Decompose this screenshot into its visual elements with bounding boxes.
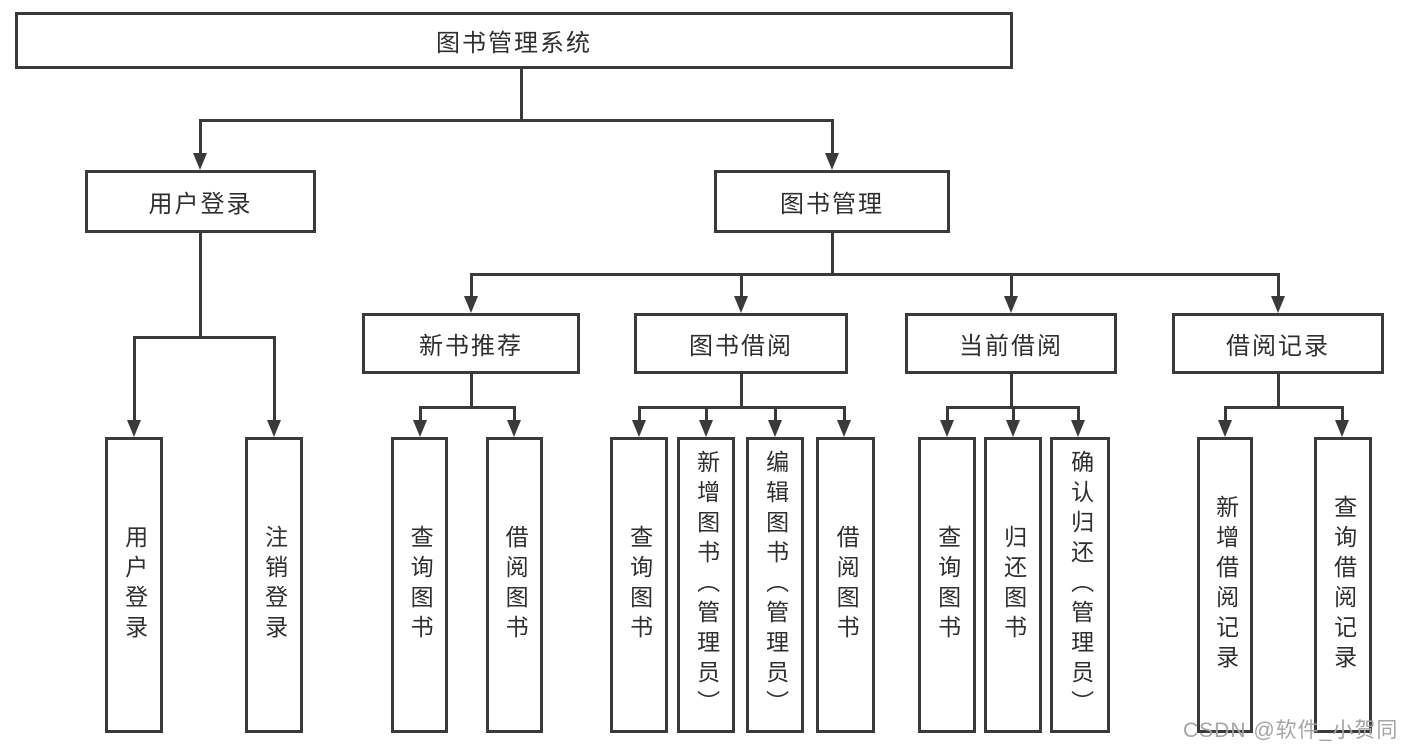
connector-line	[843, 406, 846, 424]
connector-line	[199, 119, 202, 156]
arrow-down-icon	[1006, 420, 1020, 437]
leaf-user-login: 用户登录	[105, 437, 163, 733]
connector-line	[740, 273, 743, 300]
connector-line	[1010, 273, 1013, 300]
connector-line	[133, 336, 276, 339]
connector-line	[1012, 406, 1015, 424]
arrow-down-icon	[413, 420, 427, 437]
node-borrow-records: 借阅记录	[1172, 313, 1384, 374]
leaf-br-add-record: 新增借阅记录	[1197, 437, 1253, 733]
connector-line	[520, 69, 523, 122]
connector-line	[638, 406, 846, 409]
leaf-bb-add-books-admin: 新增图书（管理员）	[677, 437, 735, 733]
connector-line	[470, 372, 473, 409]
node-current-borrow: 当前借阅	[905, 313, 1117, 374]
leaf-bb-edit-books-admin: 编辑图书（管理员）	[746, 437, 804, 733]
connector-line	[705, 406, 708, 424]
connector-line	[946, 406, 949, 424]
arrow-down-icon	[193, 153, 207, 170]
leaf-cb-query-books: 查询图书	[918, 437, 976, 733]
connector-line	[774, 406, 777, 424]
node-user-login: 用户登录	[85, 170, 316, 233]
connector-line	[419, 406, 422, 424]
node-book-borrow: 图书借阅	[634, 313, 848, 374]
leaf-cb-return-books: 归还图书	[984, 437, 1042, 733]
leaf-bb-borrow-books: 借阅图书	[816, 437, 875, 733]
connector-line	[1077, 406, 1080, 424]
leaf-cb-confirm-return-admin: 确认归还（管理员）	[1050, 437, 1110, 733]
arrow-down-icon	[734, 296, 748, 313]
node-book-management: 图书管理	[714, 170, 950, 233]
connector-line	[470, 273, 473, 300]
connector-line	[1277, 372, 1280, 409]
arrow-down-icon	[1004, 296, 1018, 313]
connector-line	[1224, 406, 1343, 409]
arrow-down-icon	[464, 296, 478, 313]
arrow-down-icon	[127, 420, 141, 437]
connector-line	[419, 406, 516, 409]
arrow-down-icon	[1271, 296, 1285, 313]
connector-line	[199, 119, 833, 122]
connector-line	[740, 372, 743, 409]
arrow-down-icon	[267, 420, 281, 437]
arrow-down-icon	[507, 420, 521, 437]
connector-line	[133, 336, 136, 423]
leaf-bb-query-books: 查询图书	[610, 437, 668, 733]
leaf-nbr-borrow-books: 借阅图书	[486, 437, 543, 733]
arrow-down-icon	[1071, 420, 1085, 437]
leaf-nbr-query-books: 查询图书	[391, 437, 448, 733]
arrow-down-icon	[940, 420, 954, 437]
arrow-down-icon	[699, 420, 713, 437]
connector-line	[638, 406, 641, 424]
watermark: CSDN @软件_小贺同学	[1183, 719, 1399, 742]
arrow-down-icon	[1218, 420, 1232, 437]
connector-line	[513, 406, 516, 424]
node-new-book-recommend: 新书推荐	[362, 313, 580, 374]
connector-line	[1224, 406, 1227, 424]
arrow-down-icon	[632, 420, 646, 437]
connector-line	[831, 119, 834, 156]
connector-line	[199, 231, 202, 338]
arrow-down-icon	[768, 420, 782, 437]
arrow-down-icon	[837, 420, 851, 437]
connector-line	[1341, 406, 1344, 424]
connector-line	[1010, 372, 1013, 409]
connector-line	[1277, 273, 1280, 300]
leaf-logout: 注销登录	[245, 437, 303, 733]
node-root: 图书管理系统	[15, 12, 1013, 69]
arrow-down-icon	[1335, 420, 1349, 437]
connector-line	[470, 273, 1279, 276]
leaf-br-query-record: 查询借阅记录	[1314, 437, 1372, 733]
arrow-down-icon	[825, 153, 839, 170]
connector-line	[831, 231, 834, 276]
connector-line	[273, 336, 276, 423]
